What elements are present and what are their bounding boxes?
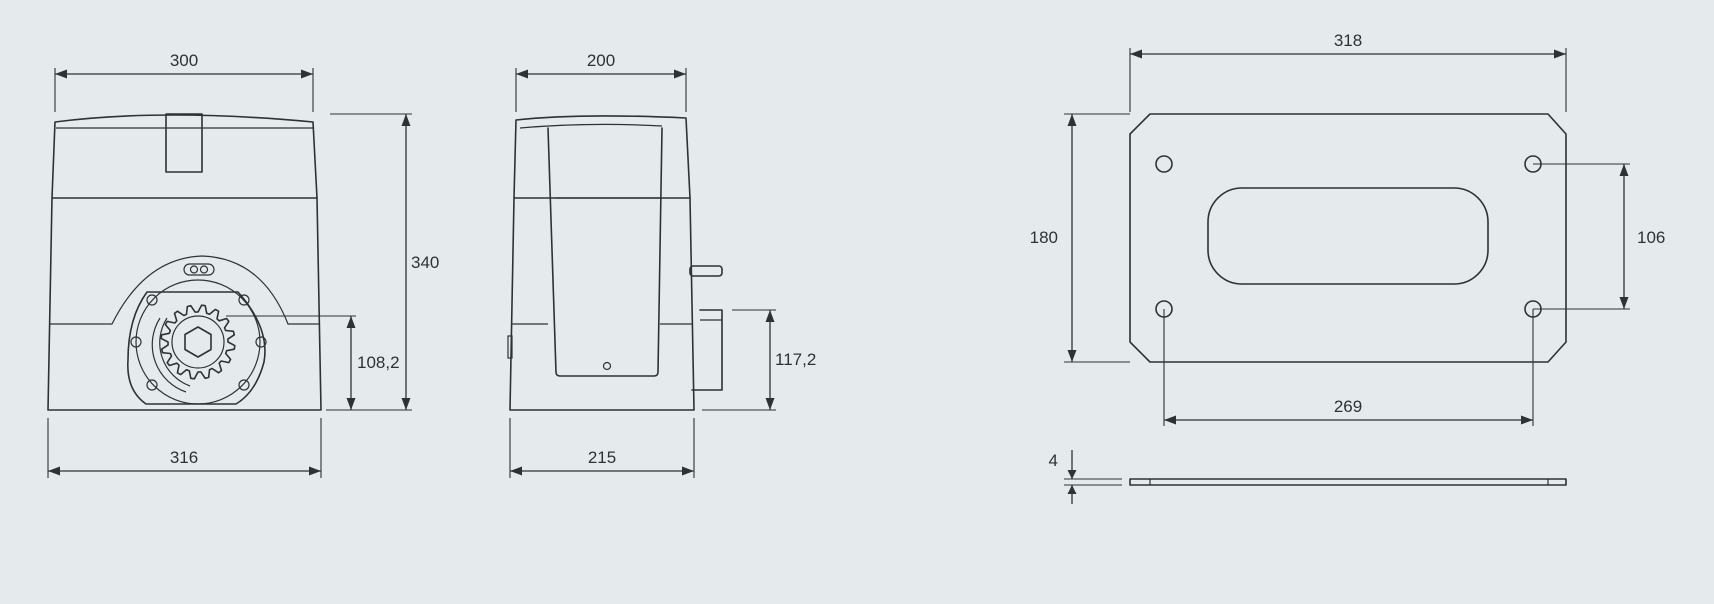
dim-pinion-height-label: 108,2 [357, 353, 400, 372]
side-bracket [691, 309, 723, 391]
release-lock-icon [183, 263, 215, 276]
dim-pinion-height: 108,2 [346, 316, 400, 410]
mounting-hole [1155, 155, 1173, 173]
dim-side-width-top-label: 200 [587, 51, 615, 70]
dim-plate-thickness-label: 4 [1049, 451, 1058, 470]
dim-front-width-base: 316 [47, 418, 322, 478]
dim-plate-width: 180 [1030, 113, 1130, 363]
dim-hole-spacing-length-label: 269 [1334, 397, 1362, 416]
side-inner-panel [547, 127, 663, 377]
dim-plate-length-label: 318 [1334, 31, 1362, 50]
dim-hole-spacing-width: 106 [1533, 163, 1665, 310]
dim-front-height: 340 [326, 113, 439, 411]
dim-front-width-top-label: 300 [170, 51, 198, 70]
dim-bracket-height-label: 117,2 [775, 350, 816, 369]
base-plate-view: 318 180 106 269 [1030, 31, 1665, 504]
dim-side-width-base-label: 215 [588, 448, 616, 467]
front-body-shoulder [50, 255, 319, 325]
dim-front-width-base-label: 316 [170, 448, 198, 467]
dim-side-width-base: 215 [509, 418, 695, 478]
pinion-gear-icon [160, 304, 236, 380]
dim-plate-width-label: 180 [1030, 228, 1058, 247]
pinion-hex-nut [184, 326, 212, 358]
dim-side-width-top: 200 [515, 51, 687, 112]
dim-plate-length: 318 [1129, 31, 1567, 112]
side-body [509, 197, 695, 411]
dim-front-height-label: 340 [411, 253, 439, 272]
side-bolt [689, 265, 723, 277]
dim-hole-spacing-length: 269 [1163, 309, 1534, 426]
dim-bracket-height: 117,2 [702, 309, 816, 411]
side-cover [513, 115, 691, 199]
front-cover-notch [165, 113, 203, 173]
base-plate-outline [1129, 113, 1567, 363]
side-view: 200 215 117,2 [507, 51, 816, 478]
front-body [47, 197, 322, 411]
dim-hole-spacing-width-label: 106 [1637, 228, 1665, 247]
gear-flange [127, 291, 266, 405]
dim-front-width-top: 300 [54, 51, 314, 112]
dim-plate-thickness: 4 [1049, 450, 1122, 504]
front-view: 300 316 340 108,2 [47, 51, 439, 478]
base-plate-edge [1129, 478, 1567, 486]
front-cover [51, 114, 318, 199]
base-plate-slot [1207, 187, 1489, 285]
